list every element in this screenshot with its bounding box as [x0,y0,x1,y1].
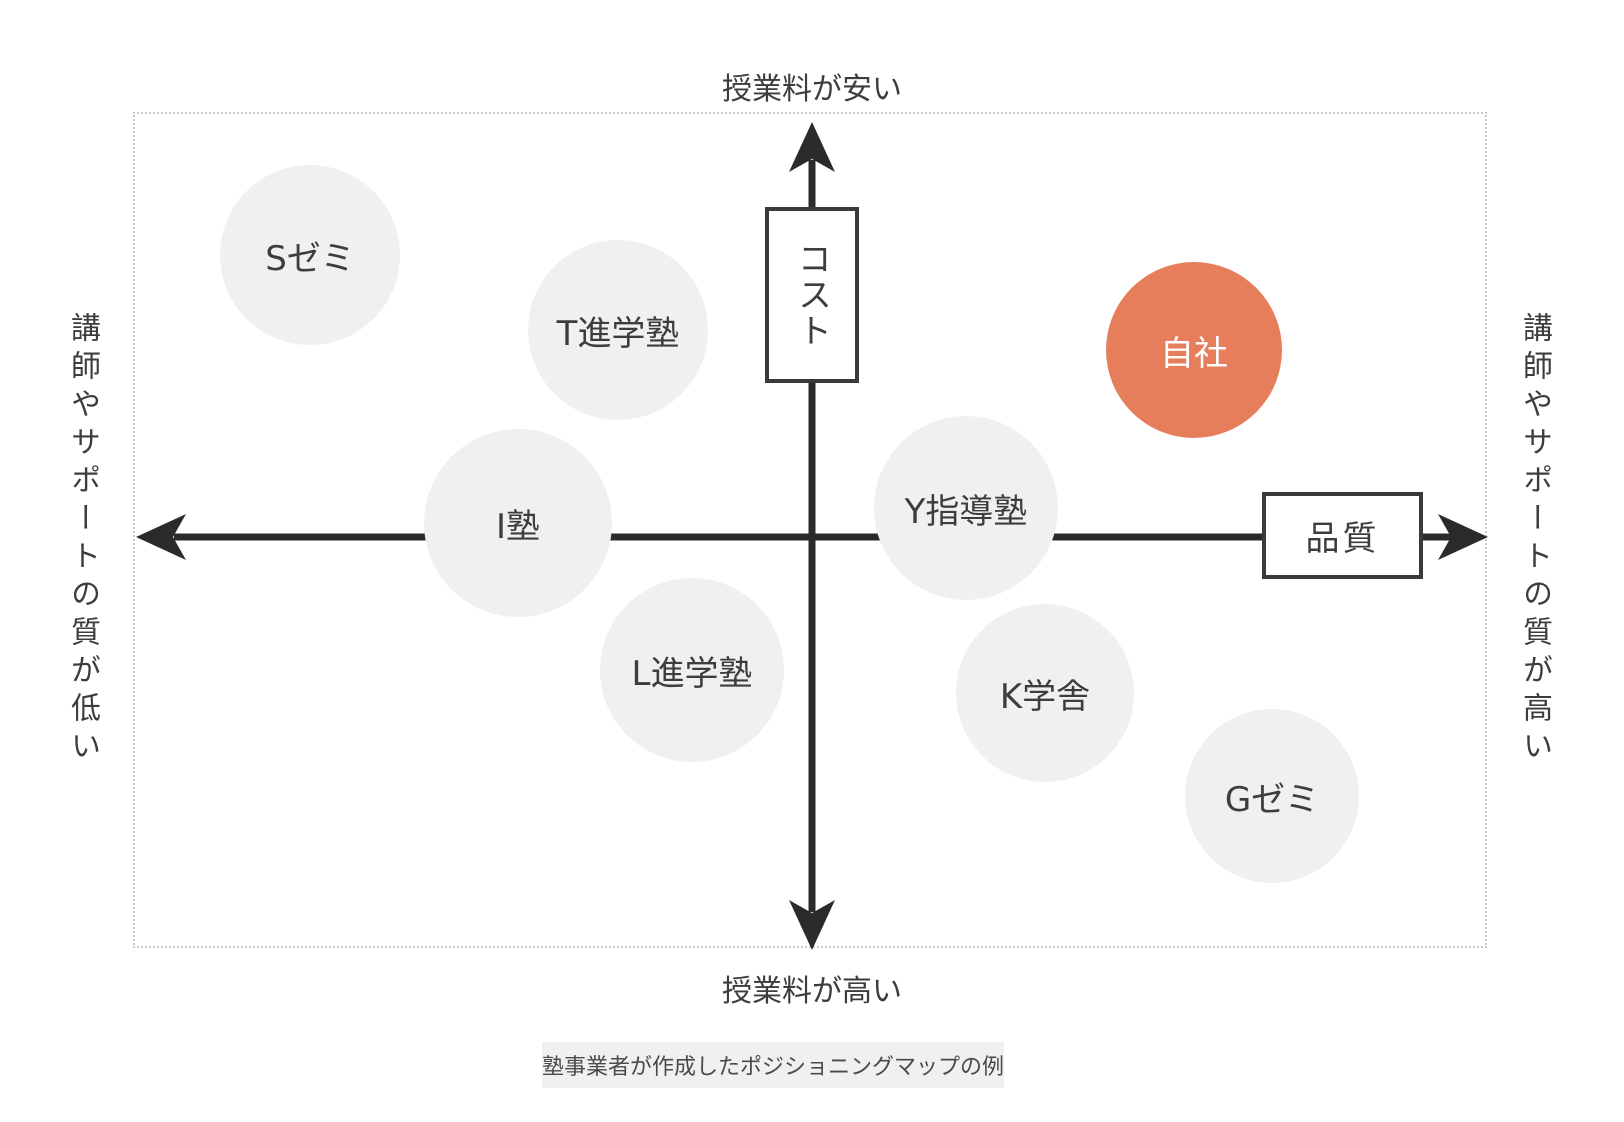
entity-label: L進学塾 [631,653,753,694]
arrow-down-icon [789,900,835,950]
entity-label: T進学塾 [556,313,680,354]
entity-circle-0: Sゼミ [220,165,400,345]
entity-label: Sゼミ [265,238,355,279]
entity-label: Gゼミ [1224,779,1320,820]
axis-label-tuition-expensive: 授業料が高い [722,974,902,1009]
cost-axis-box: コスト [765,207,859,383]
entity-circle-2: I塾 [424,429,612,617]
entity-circle-7: Gゼミ [1185,709,1359,883]
axis-label-quality-low: 講師やサポートの質が低い [65,312,100,768]
quality-axis-label: 品質 [1305,519,1380,559]
arrow-up-icon [789,122,835,172]
entity-label: I塾 [495,506,541,547]
cost-axis-label: コスト [791,241,832,349]
entity-circle-6: K学舎 [956,604,1134,782]
figure-caption: 塾事業者が作成したポジショニングマップの例 [542,1042,1004,1088]
axis-label-quality-high: 講師やサポートの質が高い [1517,312,1552,768]
chart-border [133,112,1487,948]
entity-circle-3: L進学塾 [600,578,784,762]
entity-label: 自社 [1160,333,1228,374]
arrow-left-icon [136,514,186,560]
entity-circle-4: Y指導塾 [874,416,1058,600]
entity-circle-1: T進学塾 [528,240,708,420]
axis-label-tuition-cheap: 授業料が安い [722,72,902,107]
arrow-right-icon [1438,514,1488,560]
entity-label: Y指導塾 [904,491,1028,532]
entity-label: K学舎 [999,676,1091,717]
entity-circle-self: 自社 [1106,262,1282,438]
quality-axis-box: 品質 [1262,492,1423,579]
